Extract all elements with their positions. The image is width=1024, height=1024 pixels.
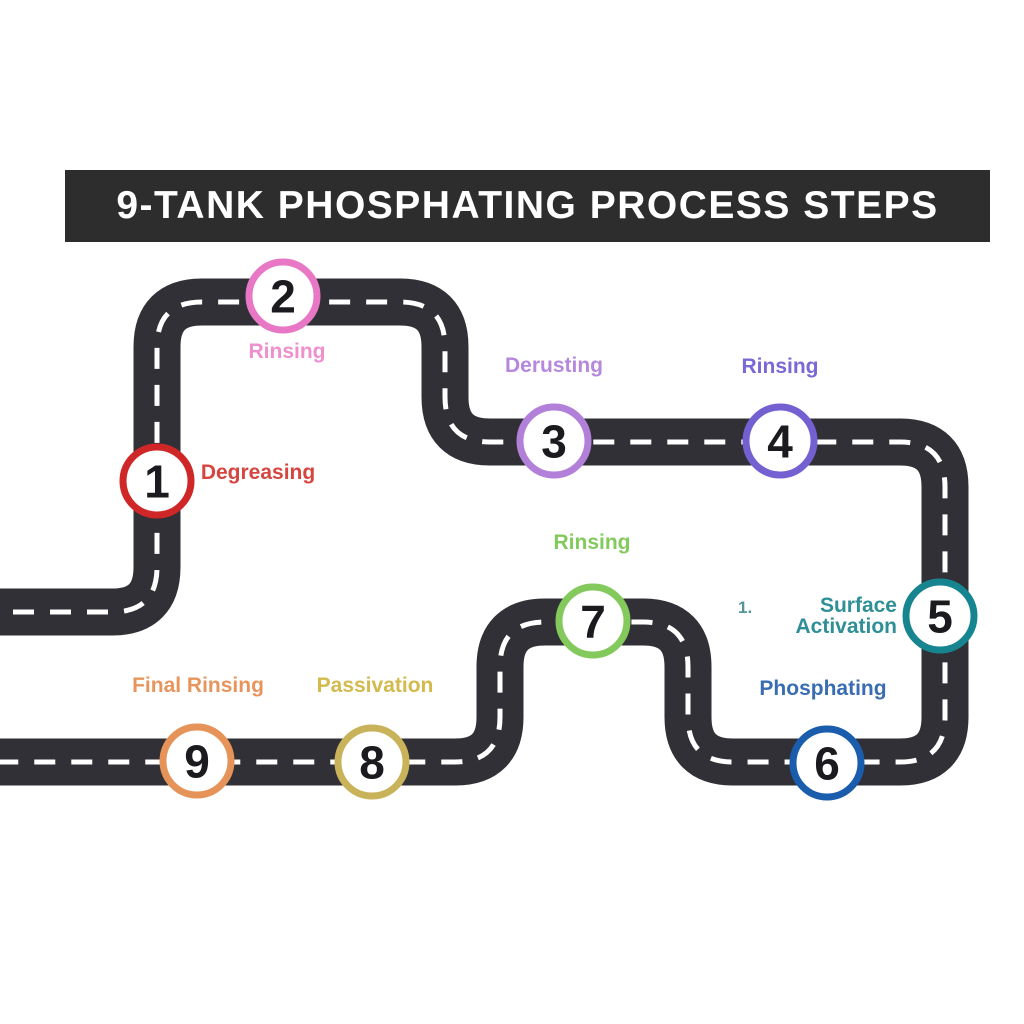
step-8-label: Passivation bbox=[316, 674, 434, 697]
step-9-marker: 9 bbox=[159, 723, 235, 799]
step-7-marker: 7 bbox=[555, 583, 631, 659]
step-4-label: Rinsing bbox=[741, 355, 819, 378]
step-1-marker: 1 bbox=[119, 443, 195, 519]
step-5-marker: 5 bbox=[902, 578, 978, 654]
step-3-label: Derusting bbox=[504, 354, 604, 377]
step-6-number: 6 bbox=[814, 737, 840, 789]
step-6-label: Phosphating bbox=[759, 677, 887, 700]
step-7-label: Rinsing bbox=[553, 531, 631, 554]
step-2-label: Rinsing bbox=[248, 340, 326, 363]
title-banner: 9-TANK PHOSPHATING PROCESS STEPS bbox=[65, 170, 990, 242]
step-6-marker: 6 bbox=[789, 725, 865, 801]
step-1-number: 1 bbox=[144, 455, 170, 507]
step-4-number: 4 bbox=[767, 415, 793, 467]
step-9-number: 9 bbox=[184, 735, 210, 787]
step-9-label: Final Rinsing bbox=[132, 674, 264, 697]
step-3-number: 3 bbox=[541, 415, 567, 467]
page-title: 9-TANK PHOSPHATING PROCESS STEPS bbox=[116, 184, 939, 227]
step-8-marker: 8 bbox=[334, 724, 410, 800]
step-1-label: Degreasing bbox=[200, 461, 316, 484]
step-5-label: Surface Activation bbox=[795, 594, 897, 638]
step-7-number: 7 bbox=[580, 595, 606, 647]
step-2-marker: 2 bbox=[245, 258, 321, 334]
step-5-number: 5 bbox=[927, 590, 953, 642]
step-4-marker: 4 bbox=[742, 403, 818, 479]
step-8-number: 8 bbox=[359, 736, 385, 788]
step-2-number: 2 bbox=[270, 270, 296, 322]
stray-numeral-annotation: 1. bbox=[738, 598, 753, 617]
step-3-marker: 3 bbox=[516, 403, 592, 479]
